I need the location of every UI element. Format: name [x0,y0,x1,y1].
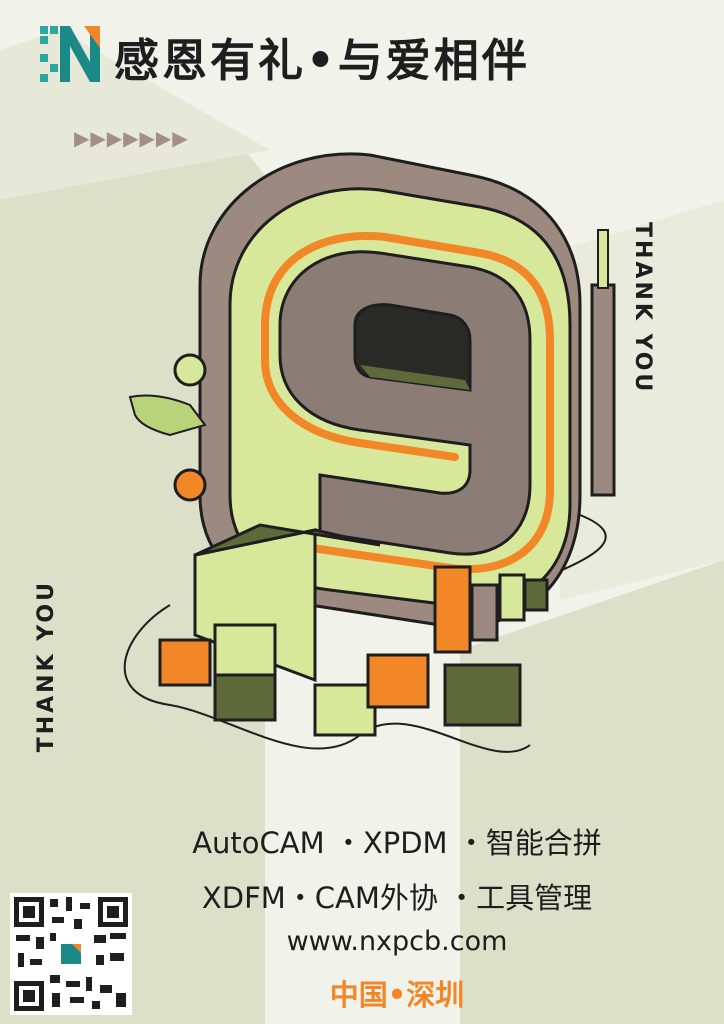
thank-you-left: THANK YOU [34,580,59,753]
product-line-1: AutoCAM ・XPDM ・智能合拼 [192,826,602,860]
location-label: 中国•深圳 [329,978,465,1012]
logo-icon [40,26,100,82]
product-line-2: XDFM・CAM外协 ・工具管理 [201,881,593,915]
arrow-decoration: ▶▶▶▶▶▶▶ [74,126,189,150]
qr-code [10,893,132,1015]
neon-nine-illustration [123,152,616,753]
thank-you-right: THANK YOU [630,222,655,395]
website-link[interactable]: www.nxpcb.com [286,926,508,957]
page-title: 感恩有礼•与爱相伴 [114,34,530,87]
